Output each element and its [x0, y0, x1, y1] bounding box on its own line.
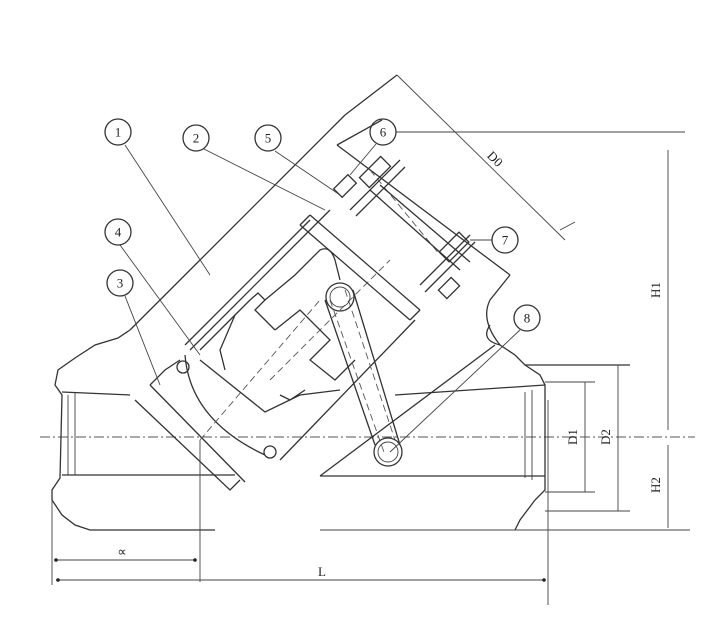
left-pipe [51, 329, 235, 531]
svg-text:L: L [318, 564, 326, 579]
part-label-1: 1 [104, 118, 132, 146]
svg-text:3: 3 [117, 276, 124, 291]
part-label-3: 3 [106, 269, 134, 297]
part-label-5: 5 [254, 124, 282, 152]
svg-text:2: 2 [193, 131, 200, 146]
part-label-6: 6 [369, 118, 397, 146]
valve-body [129, 74, 511, 491]
svg-text:H2: H2 [648, 477, 663, 493]
svg-text:8: 8 [524, 311, 531, 326]
leader-lines [119, 143, 521, 453]
dimension-alpha: ∝ [51, 440, 201, 585]
svg-text:D1: D1 [565, 429, 580, 445]
bolts [332, 155, 476, 300]
svg-text:1: 1 [115, 125, 122, 140]
dimension-l: L [56, 400, 549, 605]
svg-text:D0: D0 [484, 148, 506, 170]
part-label-4: 4 [104, 218, 132, 246]
part-label-2: 2 [182, 124, 210, 152]
svg-text:5: 5 [265, 131, 272, 146]
dimension-h2: H2 [320, 445, 690, 531]
dimension-d2: D2 [598, 365, 619, 511]
svg-text:7: 7 [502, 233, 509, 248]
right-pipe [320, 324, 630, 531]
svg-text:∝: ∝ [117, 544, 126, 559]
dimension-h1: H1 [396, 131, 685, 430]
dimension-d0: D0 [396, 74, 576, 241]
svg-text:D2: D2 [598, 429, 613, 445]
svg-text:H1: H1 [648, 282, 663, 298]
svg-text:4: 4 [115, 225, 122, 240]
dimension-d1: D1 [565, 382, 586, 492]
part-label-8: 8 [513, 304, 541, 332]
part-label-7: 7 [491, 226, 519, 254]
svg-text:6: 6 [380, 125, 387, 140]
